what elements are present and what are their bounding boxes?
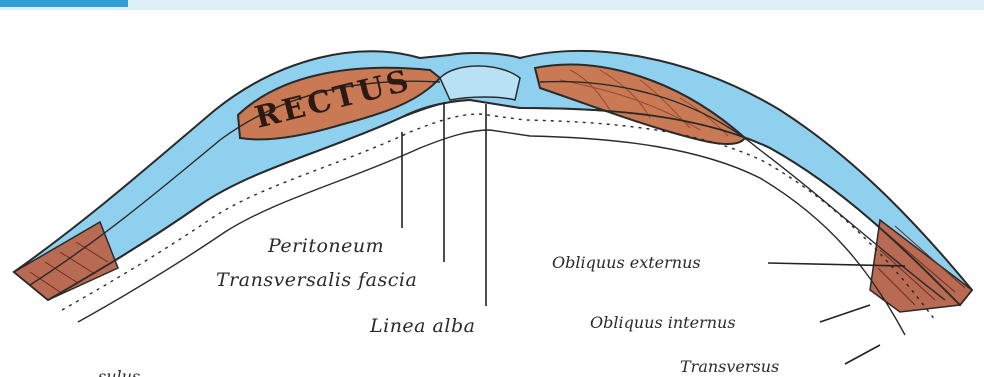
bottom-left-partial-label: sulus <box>98 367 140 377</box>
obliquus-internus-leader <box>820 305 870 322</box>
top-strip <box>0 0 984 10</box>
linea-alba-label: Linea alba <box>369 315 475 337</box>
obliquus-externus-label: Obliquus externus <box>552 253 701 272</box>
top-left-tab <box>0 0 128 7</box>
peritoneum-label: Peritoneum <box>267 235 384 257</box>
transversus-label: Transversus <box>680 357 779 376</box>
transversus-leader <box>845 345 880 364</box>
obliquus-internus-label: Obliquus internus <box>590 313 736 332</box>
linea-alba-region <box>440 66 520 100</box>
transversalis-fascia-label: Transversalis fascia <box>216 269 417 291</box>
